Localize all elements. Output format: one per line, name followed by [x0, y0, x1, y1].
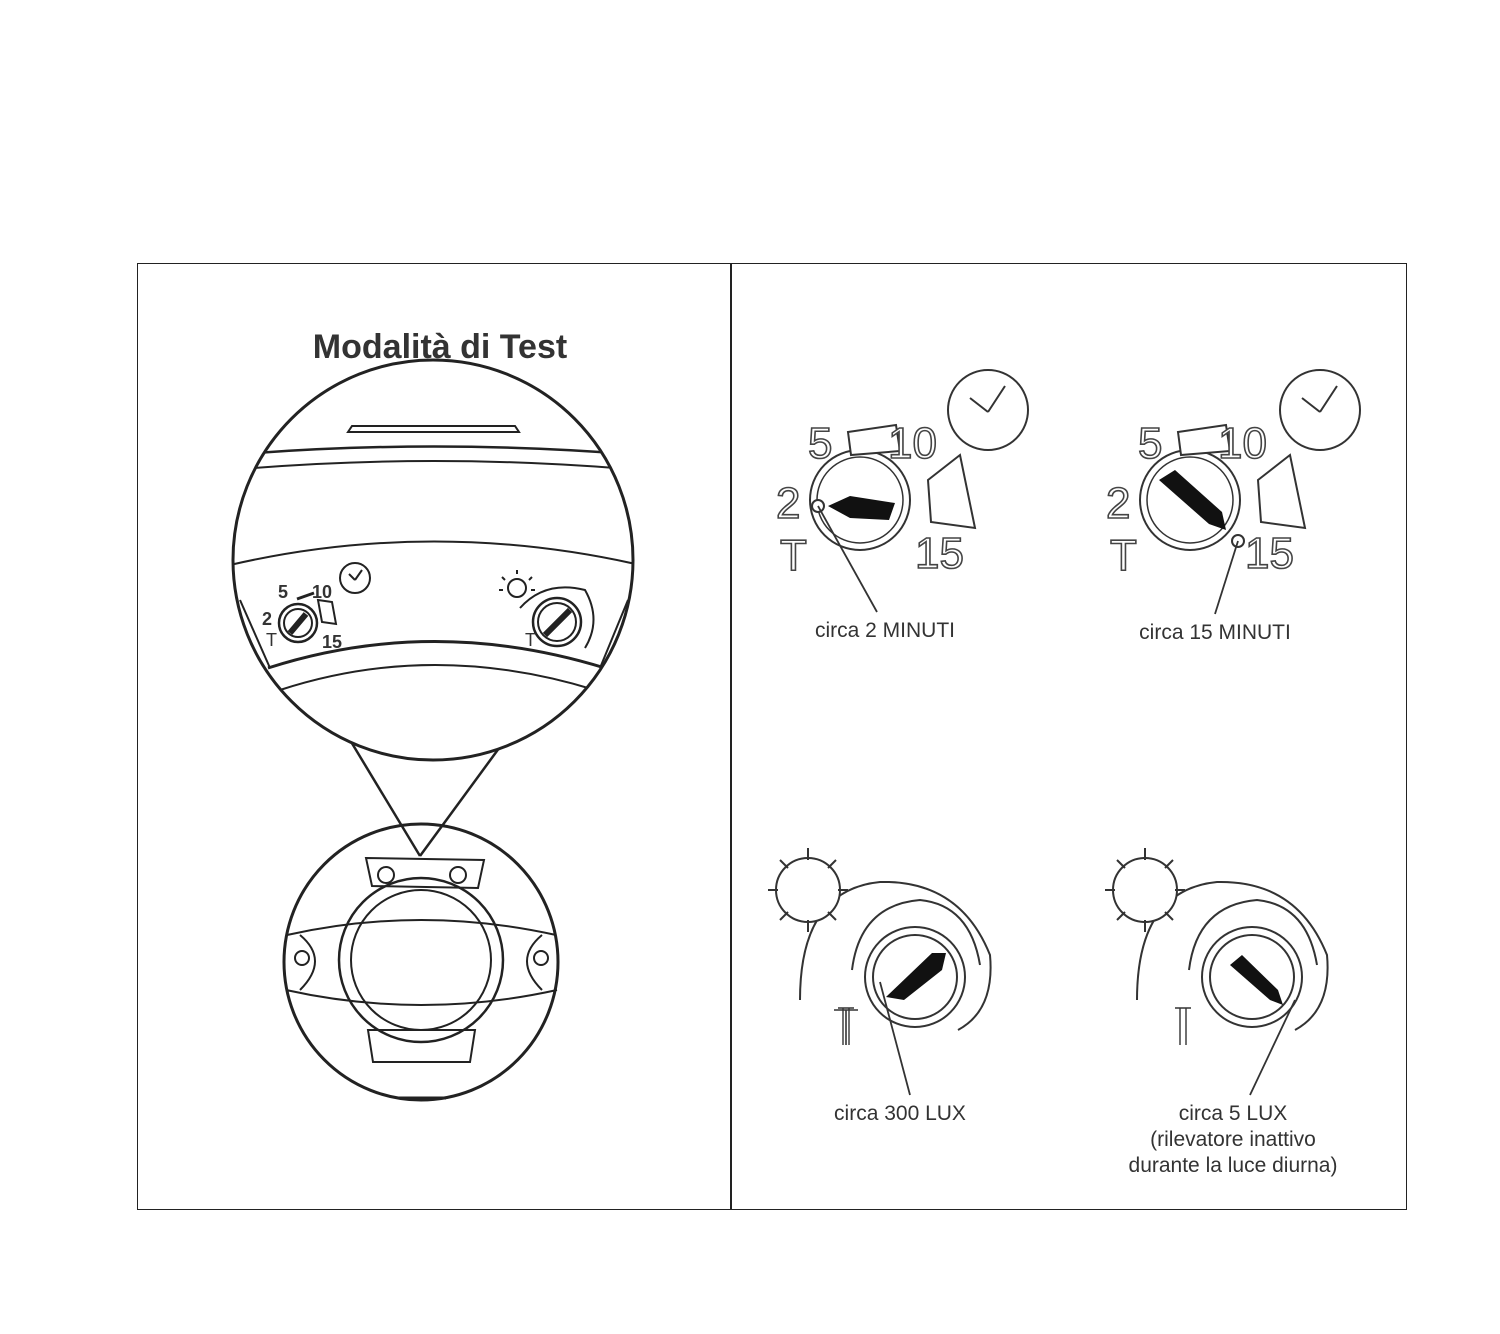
caption-5-lux-line3: durante la luce diurna): [1128, 1154, 1338, 1177]
mini-lux-t: T: [525, 630, 536, 650]
caption-300-lux: circa 300 LUX: [834, 1102, 966, 1125]
clock-icon: [947, 369, 1029, 451]
caption-2-minuti: circa 2 MINUTI: [814, 619, 955, 642]
scale-2: 2: [1106, 479, 1130, 528]
diagram-frame: [137, 263, 1407, 1210]
sun-icon: [775, 857, 841, 923]
mini-scale-15: 15: [322, 632, 342, 652]
scale-10: 10: [1218, 419, 1267, 468]
caption-15-minuti: circa 15 MINUTI: [1139, 621, 1291, 644]
clock-icon: [1279, 369, 1361, 451]
sensor-device: [282, 822, 560, 1102]
scale-t: T: [780, 531, 807, 580]
scale-t: T: [1110, 531, 1137, 580]
scale-5: 5: [808, 419, 832, 468]
timer-dial-15min: 5 10 2 15 T: [1105, 369, 1361, 615]
scale-15: 15: [915, 529, 964, 578]
mini-scale-10: 10: [312, 582, 332, 602]
timer-dial-2min: 5 10 2 15 T: [775, 369, 1029, 613]
panel-divider: [730, 263, 732, 1210]
mini-scale-2: 2: [262, 609, 272, 629]
mini-scale-5: 5: [278, 582, 288, 602]
caption-5-lux-line1: circa 5 LUX: [1178, 1102, 1288, 1125]
scale-15: 15: [1245, 529, 1294, 578]
zoom-pointer: [348, 739, 507, 857]
zoom-detail: 5 10 2 15 T T: [231, 358, 635, 762]
lux-dial-300: [768, 848, 992, 1096]
caption-5-lux-line2: (rilevatore inattivo: [1150, 1128, 1316, 1151]
mini-scale-t: T: [266, 630, 277, 650]
scale-2: 2: [776, 479, 800, 528]
lux-dial-5: [1105, 848, 1329, 1096]
scale-5: 5: [1138, 419, 1162, 468]
sun-icon: [1112, 857, 1178, 923]
scale-10: 10: [888, 419, 937, 468]
caption-5-lux: circa 5 LUX (rilevatore inattivo durante…: [1108, 1101, 1358, 1179]
